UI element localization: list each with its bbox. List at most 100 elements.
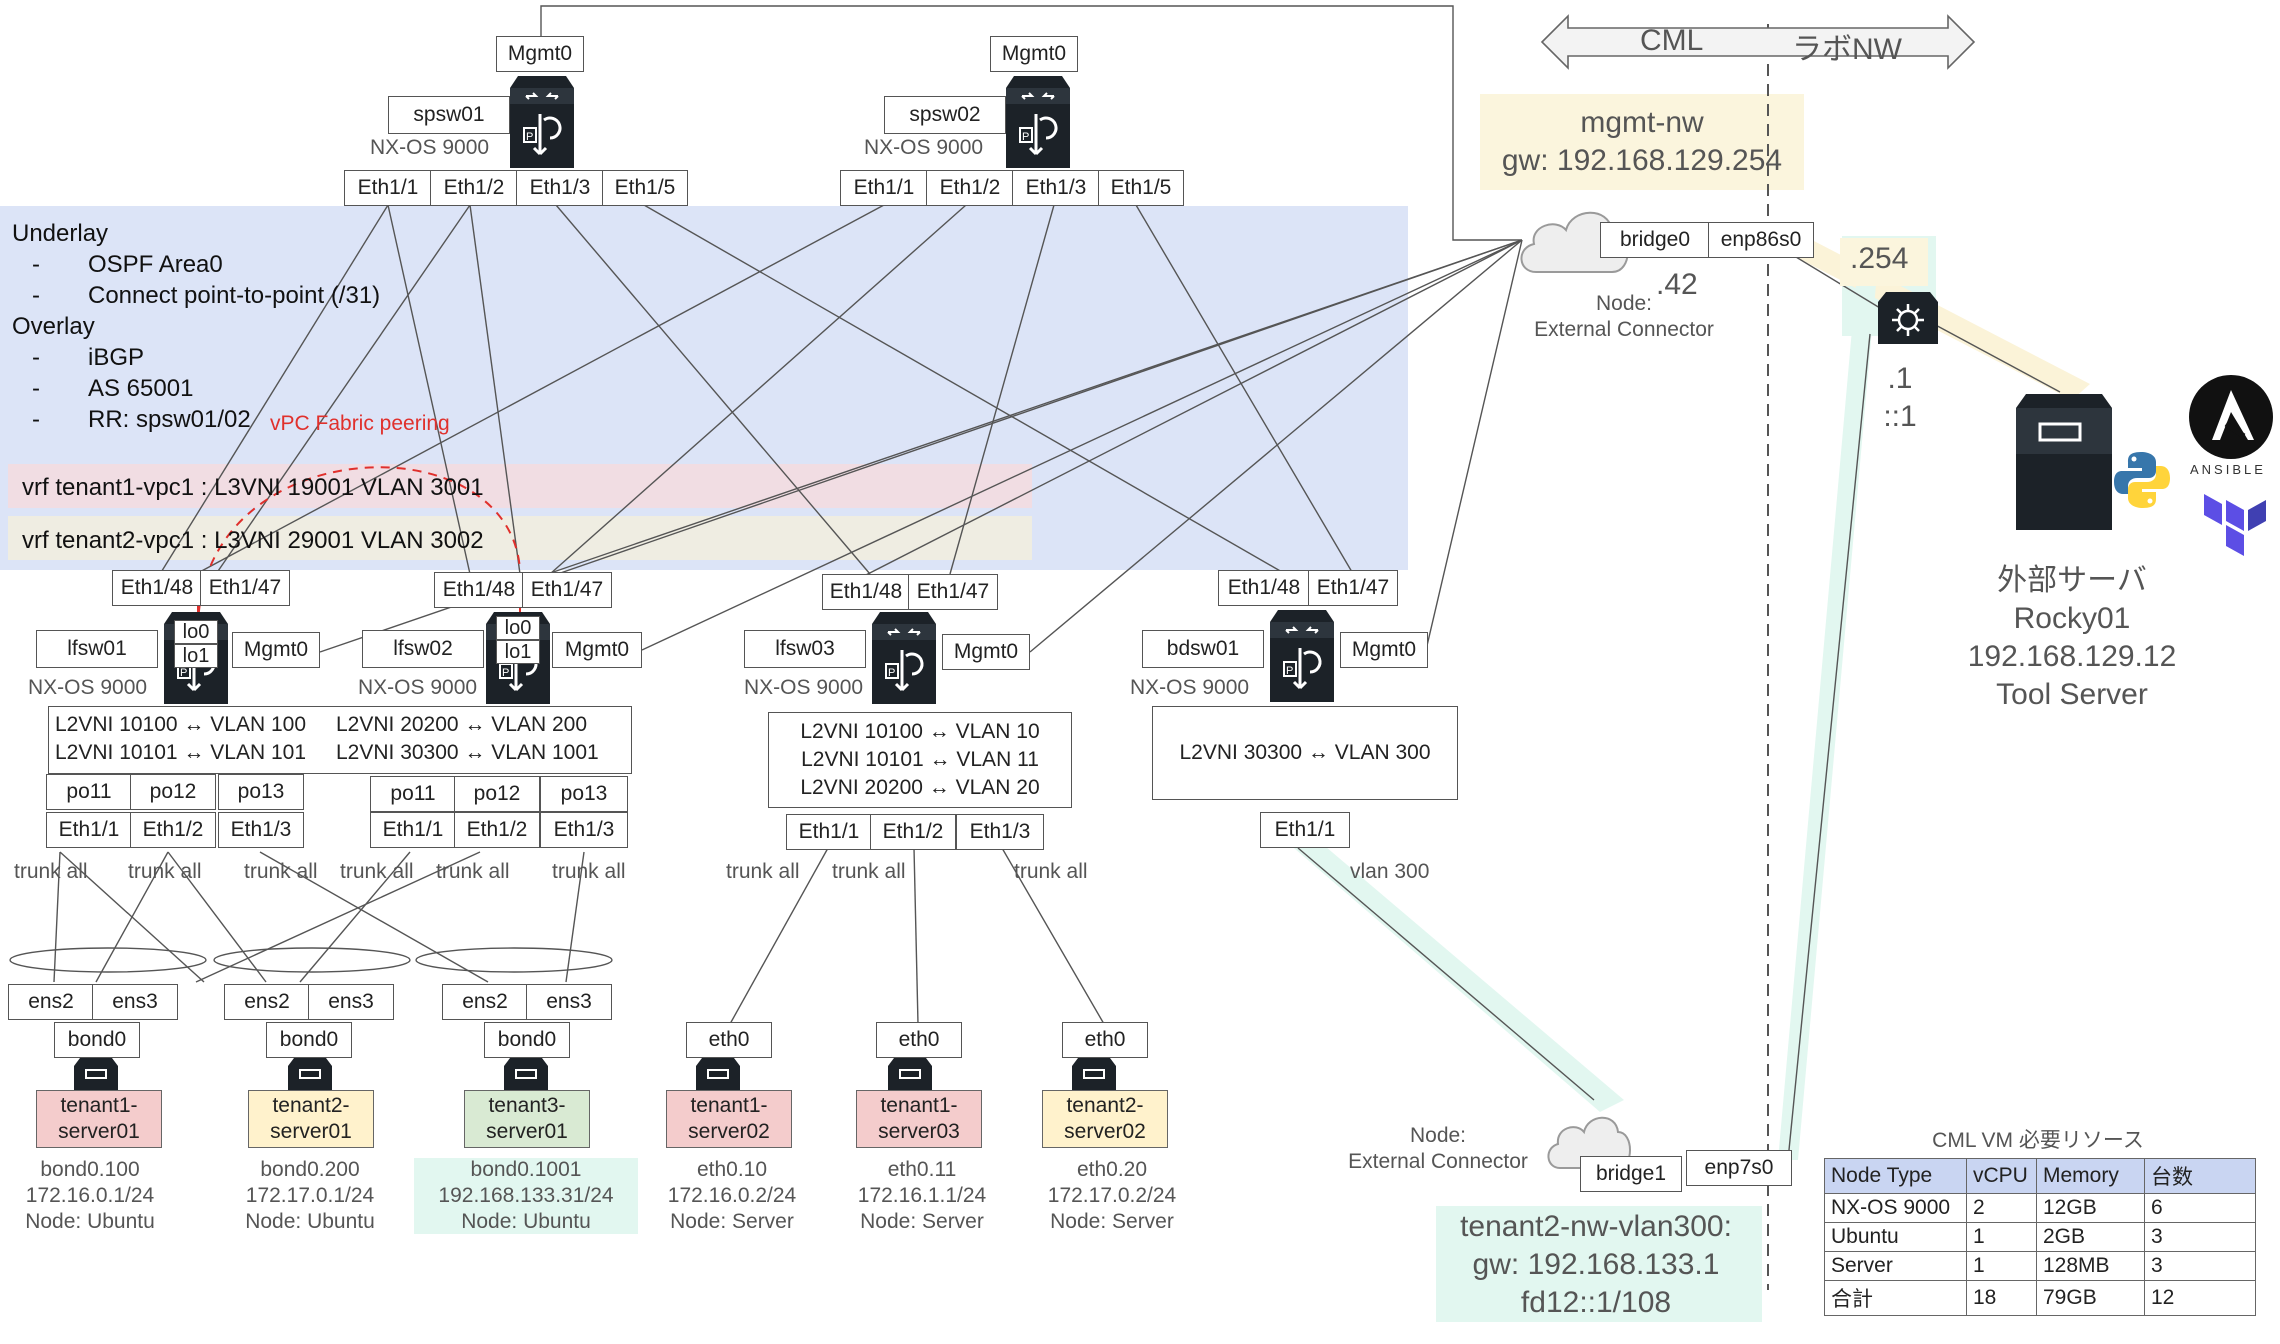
svg-text:P: P [888, 667, 895, 679]
server-nic[interactable]: ens3 [526, 984, 612, 1020]
lfsw01-port[interactable]: Eth1/2 [130, 812, 216, 848]
lfsw01-mgmt-port[interactable]: Mgmt0 [232, 632, 320, 668]
spsw02-port[interactable]: Eth1/1 [840, 170, 928, 206]
lfsw02-portchannel[interactable]: po11 [370, 776, 456, 812]
lfsw01-os: NX-OS 9000 [28, 676, 148, 699]
table-row: NX-OS 9000 2 12GB 6 [1824, 1193, 2256, 1223]
lfsw02-portchannel[interactable]: po13 [540, 776, 628, 812]
trunk-label: trunk all [832, 860, 906, 883]
spsw02-mgmt-port[interactable]: Mgmt0 [990, 36, 1078, 72]
server-subif: bond0.100 [40, 1158, 140, 1181]
spsw01-os: NX-OS 9000 [370, 136, 490, 159]
lfsw01-port[interactable]: Eth1/3 [218, 812, 304, 848]
lfsw02-port[interactable]: Eth1/47 [522, 572, 612, 608]
table-row: 合計 18 79GB 12 [1824, 1280, 2256, 1316]
lfsw02-port[interactable]: Eth1/3 [540, 812, 628, 848]
terraform-icon [2204, 494, 2266, 556]
lfsw01-port[interactable]: Eth1/47 [200, 570, 290, 606]
server-bond[interactable]: bond0 [266, 1022, 352, 1058]
bdsw01-mgmt-port[interactable]: Mgmt0 [1340, 632, 1428, 668]
resource-table: Node Type vCPU Memory 台数 NX-OS 9000 2 12… [1824, 1158, 2256, 1316]
lfsw01-port[interactable]: Eth1/1 [46, 812, 132, 848]
lfsw01-portchannel[interactable]: po13 [218, 774, 304, 810]
spsw01-name: spsw01 [388, 96, 510, 134]
table-cell: 12 [2144, 1280, 2256, 1316]
server-nic[interactable]: ens2 [224, 984, 310, 1020]
lfsw01-loopback: lo1 [174, 644, 218, 668]
table-cell: 合計 [1824, 1280, 1967, 1316]
bdsw01-vni-map: L2VNI 30300 ↔ VLAN 300 [1152, 706, 1458, 800]
table-cell: 3 [2144, 1222, 2256, 1252]
trunk-label: trunk all [436, 860, 510, 883]
lfsw02-mgmt-port[interactable]: Mgmt0 [552, 632, 642, 668]
spsw02-port[interactable]: Eth1/5 [1098, 170, 1184, 206]
spsw02-port[interactable]: Eth1/3 [1012, 170, 1100, 206]
lfsw01-port[interactable]: Eth1/48 [112, 570, 202, 606]
bdsw01-port[interactable]: Eth1/48 [1218, 570, 1310, 606]
server-subif: bond0.1001 [470, 1158, 582, 1181]
server-node-type: Node: Ubuntu [245, 1210, 375, 1233]
cml-label: CML [1640, 24, 1704, 57]
server-nic[interactable]: ens2 [442, 984, 528, 1020]
ext2-node-label: Node: [1409, 1124, 1467, 1147]
lfsw03-port[interactable]: Eth1/3 [956, 814, 1044, 850]
lfsw03-port[interactable]: Eth1/2 [870, 814, 956, 850]
vrf-tenant1-band [8, 464, 1032, 508]
server-icon [696, 1058, 740, 1090]
server-nic[interactable]: ens2 [8, 984, 94, 1020]
spsw01-port[interactable]: Eth1/3 [516, 170, 604, 206]
router-addr-bg [1840, 238, 1928, 286]
lfsw01-portchannel[interactable]: po12 [130, 774, 216, 810]
spsw01-port[interactable]: Eth1/1 [344, 170, 432, 206]
table-cell: 3 [2144, 1251, 2256, 1281]
bridge1-port[interactable]: bridge1 [1580, 1156, 1682, 1192]
lfsw01-name: lfsw01 [36, 630, 158, 668]
spsw02-name: spsw02 [884, 96, 1006, 134]
server-nic[interactable]: ens3 [308, 984, 394, 1020]
resource-table-title: CML VM 必要リソース [1932, 1129, 2144, 1152]
bdsw01-name: bdsw01 [1142, 630, 1264, 668]
labnw-label: ラボNW [1792, 33, 1902, 66]
table-header: 台数 [2144, 1158, 2256, 1194]
switch-icon: P [1006, 76, 1070, 168]
spsw01-port[interactable]: Eth1/2 [430, 170, 518, 206]
table-cell: 12GB [2036, 1193, 2145, 1223]
server-bond[interactable]: bond0 [484, 1022, 570, 1058]
lfsw03-port[interactable]: Eth1/47 [908, 574, 998, 610]
bridge0-port[interactable]: bridge0 [1600, 222, 1710, 258]
trunk-label: trunk all [1014, 860, 1088, 883]
lfsw03-port[interactable]: Eth1/48 [822, 574, 910, 610]
bdsw01-port[interactable]: Eth1/1 [1260, 812, 1350, 848]
lfsw02-port[interactable]: Eth1/1 [370, 812, 456, 848]
lfsw02-portchannel[interactable]: po12 [454, 776, 540, 812]
server-nic[interactable]: ens3 [92, 984, 178, 1020]
lfsw02-os: NX-OS 9000 [358, 676, 478, 699]
spsw01-port[interactable]: Eth1/5 [602, 170, 688, 206]
bdsw01-port[interactable]: Eth1/47 [1308, 570, 1398, 606]
svg-text:P: P [1022, 131, 1029, 143]
server-ip: 172.16.0.1/24 [25, 1184, 155, 1207]
table-cell: 2GB [2036, 1222, 2145, 1252]
table-cell: 1 [1966, 1251, 2037, 1281]
server-nic[interactable]: eth0 [1062, 1022, 1148, 1058]
server-subif: eth0.10 [696, 1158, 768, 1181]
spsw02-port[interactable]: Eth1/2 [926, 170, 1014, 206]
server-node-type: Node: Server [670, 1210, 794, 1233]
server-ip: 192.168.133.31/24 [438, 1184, 614, 1207]
spsw01-mgmt-port[interactable]: Mgmt0 [496, 36, 584, 72]
lfsw02-port[interactable]: Eth1/2 [454, 812, 540, 848]
svg-text:P: P [1286, 665, 1293, 677]
server-ip: 172.16.1.1/24 [857, 1184, 987, 1207]
lfsw03-mgmt-port[interactable]: Mgmt0 [942, 634, 1030, 670]
server-nic[interactable]: eth0 [876, 1022, 962, 1058]
lfsw02-port[interactable]: Eth1/48 [434, 572, 524, 608]
enp7s0-port[interactable]: enp7s0 [1686, 1150, 1792, 1186]
lfsw01-portchannel[interactable]: po11 [46, 774, 132, 810]
enp86s0-port[interactable]: enp86s0 [1708, 222, 1814, 258]
server-icon [1072, 1058, 1116, 1090]
server-bond[interactable]: bond0 [54, 1022, 140, 1058]
server-nic[interactable]: eth0 [686, 1022, 772, 1058]
server-subif: eth0.20 [1076, 1158, 1148, 1181]
server-node-type: Node: Ubuntu [25, 1210, 155, 1233]
lfsw03-port[interactable]: Eth1/1 [786, 814, 872, 850]
